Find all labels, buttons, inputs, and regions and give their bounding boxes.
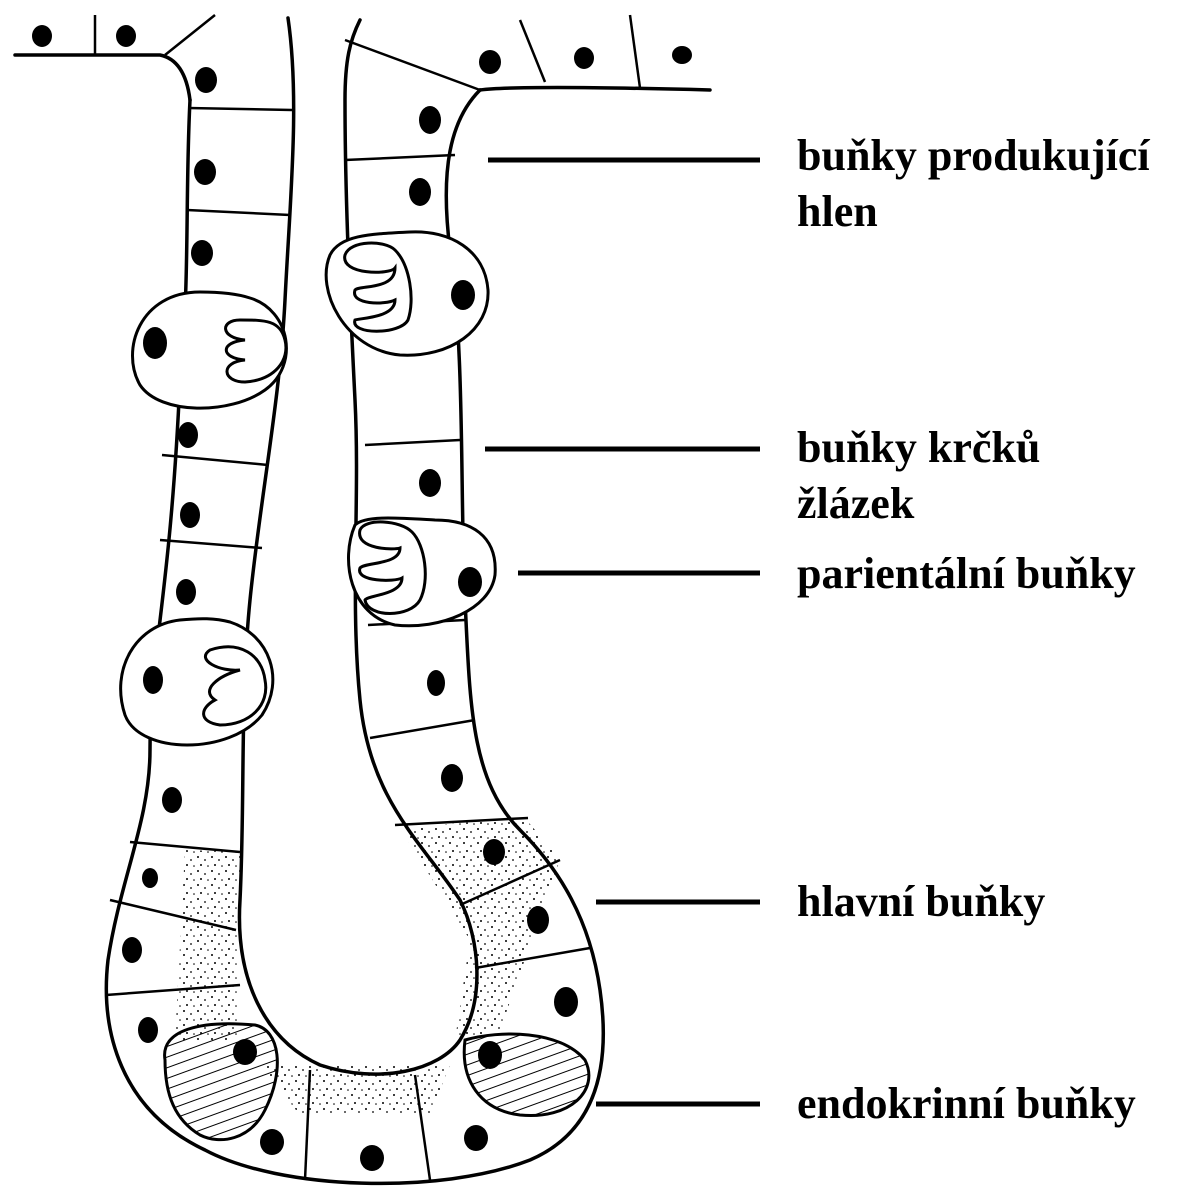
label-mucous-line-2: hlen bbox=[797, 184, 1150, 240]
label-neck-cells: buňky krčků žlázek bbox=[797, 420, 1040, 532]
label-mucous-cells: buňky produkující hlen bbox=[797, 128, 1150, 240]
parietal-cell-3 bbox=[348, 518, 495, 626]
label-chief-cells: hlavní buňky bbox=[797, 874, 1045, 930]
parietal-cell-4 bbox=[121, 619, 273, 745]
parietal-cell-1 bbox=[133, 292, 287, 408]
label-parietal-cells: parientální buňky bbox=[797, 546, 1136, 602]
label-endocrine-line-1: endokrinní buňky bbox=[797, 1076, 1136, 1132]
label-mucous-line-1: buňky produkující bbox=[797, 128, 1150, 184]
label-chief-line-1: hlavní buňky bbox=[797, 874, 1045, 930]
label-endocrine-cells: endokrinní buňky bbox=[797, 1076, 1136, 1132]
label-neck-line-1: buňky krčků bbox=[797, 420, 1040, 476]
surface-epithelium bbox=[15, 15, 710, 100]
label-leader-lines bbox=[485, 160, 760, 1104]
label-neck-line-2: žlázek bbox=[797, 476, 1040, 532]
label-parietal-line-1: parientální buňky bbox=[797, 546, 1136, 602]
